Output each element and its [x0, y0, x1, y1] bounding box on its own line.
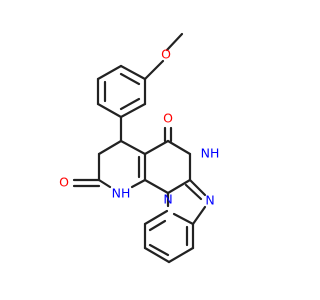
bond-phenyl-5: [119, 102, 147, 119]
bond-pyrimidinone-4: [166, 178, 192, 195]
bond-phenyl-1: [119, 64, 147, 81]
bond-benzo-3-inner: [148, 243, 170, 257]
methoxy-oxygen-label: O: [161, 47, 171, 62]
bond-core-1: [97, 139, 123, 156]
bond-benzo-5: [143, 209, 169, 226]
bond-imidazole-2: [191, 205, 207, 226]
bond-o-aryl: [143, 59, 165, 81]
fused-nitrogen-label: N: [163, 192, 172, 207]
bond-imidazole-1-double: [184, 183, 203, 201]
bond-imidazole-3: [172, 212, 195, 226]
bond-phenyl-1-inner: [119, 72, 141, 86]
right-nh-label: NH: [201, 146, 220, 161]
ketone-oxygen-label: O: [163, 111, 173, 126]
bond-phenyl-4: [96, 102, 123, 119]
bond-pyrimidinone-2: [166, 139, 192, 156]
bond-methyl-o: [165, 32, 184, 52]
bond-benzo-5-inner: [148, 219, 167, 232]
bond-core-3: [97, 178, 112, 189]
bond-benzo-2: [167, 246, 195, 264]
bond-network: [72, 32, 207, 264]
bond-pyrimidinone-1: [143, 139, 170, 156]
bond-imidazole-1: [188, 178, 207, 197]
bond-core-6: [119, 139, 147, 156]
bond-phenyl-2: [96, 64, 123, 81]
ring-nitrogen-label: N: [205, 193, 214, 208]
bond-pyrimidinone-5: [143, 178, 170, 195]
atom-labels: O O O NH NH N N: [59, 47, 219, 208]
molecule-structure: O O O NH NH N N: [59, 32, 219, 264]
molecule-canvas: O O O NH NH N N: [59, 32, 220, 264]
left-nh-label: NH: [112, 186, 131, 201]
bond-phenyl-5-inner: [119, 97, 141, 111]
bond-core-4: [130, 178, 147, 189]
bond-benzo-3: [143, 246, 171, 264]
amide-oxygen-label: O: [59, 175, 69, 190]
